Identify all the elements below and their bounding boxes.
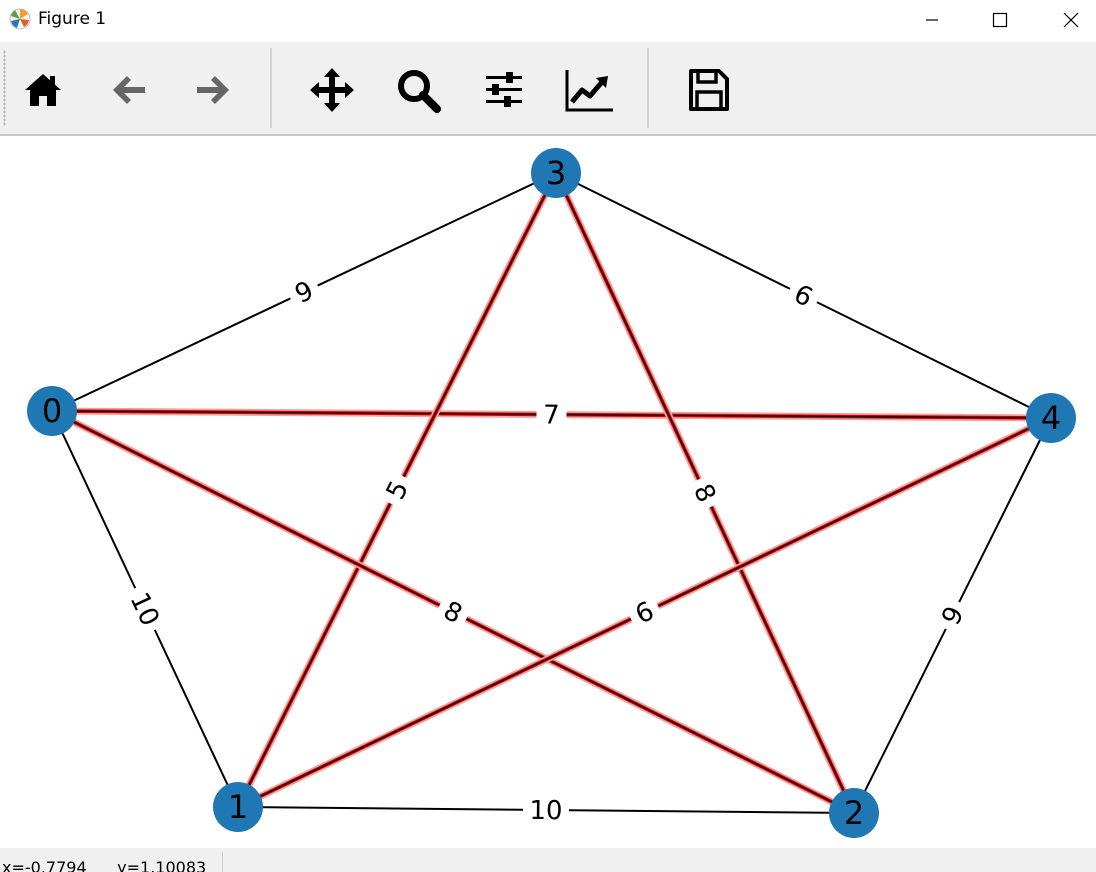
window-title: Figure 1 bbox=[38, 9, 107, 29]
sliders-icon bbox=[486, 72, 522, 107]
node-label: 2 bbox=[844, 794, 864, 832]
edge-label-0-4: 7 bbox=[536, 400, 567, 431]
forward-button[interactable] bbox=[185, 62, 241, 118]
edge-label-background bbox=[522, 795, 570, 825]
configure-subplots-button[interactable] bbox=[476, 62, 532, 118]
edge-label-background bbox=[624, 593, 665, 632]
toolbar-grip[interactable] bbox=[3, 50, 6, 126]
title-bar: Figure 1 bbox=[0, 0, 1096, 40]
edge-weight-text: 7 bbox=[543, 400, 560, 430]
node-circle bbox=[531, 148, 581, 198]
edge-label-4-2: 9 bbox=[933, 595, 972, 636]
close-icon bbox=[1063, 12, 1079, 28]
matplotlib-logo-icon bbox=[9, 8, 31, 30]
toolbar-divider bbox=[0, 134, 1096, 136]
maximize-button[interactable] bbox=[965, 0, 1035, 40]
edge-label-3-1: 5 bbox=[377, 470, 417, 510]
node-2[interactable]: 2 bbox=[829, 788, 879, 838]
arrow-right-icon bbox=[197, 76, 229, 104]
maximize-icon bbox=[992, 12, 1008, 28]
arrow-left-icon bbox=[113, 76, 145, 104]
home-icon bbox=[25, 74, 61, 106]
node-circle bbox=[213, 782, 263, 832]
edge-label-0-2: 8 bbox=[433, 592, 473, 632]
node-4[interactable]: 4 bbox=[1026, 393, 1076, 443]
node-circle bbox=[1026, 393, 1076, 443]
edge-label-background bbox=[933, 595, 972, 636]
node-label: 4 bbox=[1041, 399, 1061, 437]
edge-label-background bbox=[122, 582, 168, 636]
edge-label-background bbox=[433, 592, 473, 632]
node-label: 3 bbox=[546, 154, 566, 192]
node-circle bbox=[829, 788, 879, 838]
node-label: 1 bbox=[228, 788, 248, 826]
edge-label-0-1: 10 bbox=[122, 582, 168, 636]
edge-label-0-3: 9 bbox=[284, 272, 324, 312]
floppy-disk-icon bbox=[689, 69, 729, 111]
status-separator bbox=[222, 852, 223, 872]
edge-label-1-2: 10 bbox=[522, 795, 570, 826]
zoom-button[interactable] bbox=[390, 62, 446, 118]
home-button[interactable] bbox=[15, 62, 71, 118]
edge-label-background bbox=[536, 400, 567, 429]
status-bar: x=-0.7794 y=1.10083 bbox=[0, 848, 1096, 872]
edge-label-1-4: 6 bbox=[624, 593, 665, 632]
edge-label-background bbox=[685, 473, 725, 513]
node-0[interactable]: 0 bbox=[27, 386, 77, 436]
edge-weight-text: 10 bbox=[529, 796, 562, 826]
edge-label-3-2: 8 bbox=[685, 473, 725, 513]
edit-axis-button[interactable] bbox=[562, 62, 618, 118]
save-button[interactable] bbox=[680, 62, 736, 118]
line-chart-icon bbox=[565, 70, 613, 112]
close-button[interactable] bbox=[1036, 0, 1096, 40]
edge-label-background bbox=[783, 276, 824, 315]
node-label: 0 bbox=[42, 392, 62, 430]
node-3[interactable]: 3 bbox=[531, 148, 581, 198]
move-arrows-icon bbox=[310, 68, 354, 112]
edge-label-background bbox=[284, 272, 324, 312]
back-button[interactable] bbox=[101, 62, 157, 118]
cursor-coordinates: x=-0.7794 y=1.10083 bbox=[2, 858, 207, 872]
pan-button[interactable] bbox=[304, 62, 360, 118]
navigation-toolbar bbox=[0, 42, 1096, 134]
toolbar-separator bbox=[647, 48, 649, 128]
node-1[interactable]: 1 bbox=[213, 782, 263, 832]
edge-label-background bbox=[377, 470, 417, 510]
magnifier-icon bbox=[398, 70, 441, 113]
figure-canvas[interactable]: 9 6 7 5 8 10 8 6 9 10 0 1 2 3 4 bbox=[0, 136, 1096, 848]
minimize-button[interactable] bbox=[897, 0, 967, 40]
node-circle bbox=[27, 386, 77, 436]
minimize-icon bbox=[926, 19, 938, 21]
graph-plot[interactable]: 9 6 7 5 8 10 8 6 9 10 0 1 2 3 4 bbox=[0, 136, 1096, 848]
edge-label-3-4: 6 bbox=[783, 276, 824, 315]
toolbar-separator bbox=[270, 48, 272, 128]
